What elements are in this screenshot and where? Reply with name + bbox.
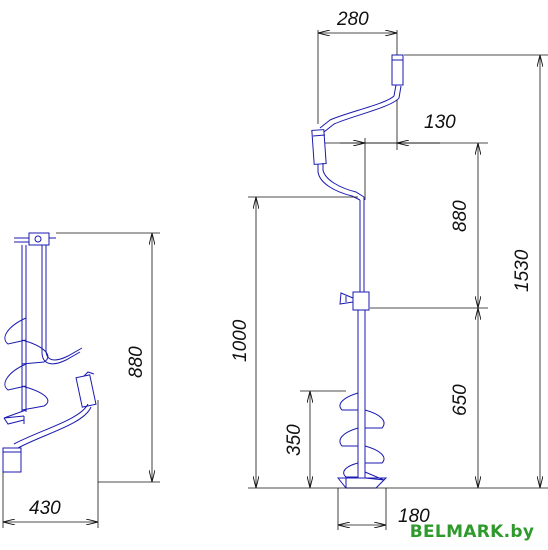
- dim-handle-offset: 130: [424, 112, 456, 133]
- shaft-clamp: [352, 291, 370, 311]
- middle-handle-grip: [311, 129, 327, 165]
- dim-diameter: 180: [398, 506, 430, 527]
- dim-upper-section: 880: [450, 200, 471, 232]
- dim-top-width: 280: [336, 9, 369, 30]
- auger-spiral: [339, 392, 385, 481]
- top-handle-grip: [391, 54, 404, 86]
- watermark-text: BELMARK.by: [409, 522, 535, 542]
- folded-top-cap: [28, 232, 50, 246]
- folded-auger-spiral: [3, 317, 49, 425]
- dim-lower-section: 650: [450, 384, 471, 416]
- dim-folded-length: 880: [126, 346, 147, 378]
- wing-nut: [339, 292, 354, 305]
- dim-auger-length: 350: [284, 424, 305, 456]
- crank-arm: [319, 84, 397, 129]
- assembled-auger-view: [311, 54, 404, 489]
- folded-lower-grip: [2, 447, 22, 473]
- folded-dimension-lines: [2, 232, 160, 528]
- assembled-dimension-lines: [248, 30, 548, 530]
- folded-handle-knob: [75, 374, 97, 408]
- watermark-logo: BELMARK.by: [398, 518, 546, 546]
- dim-lower-mark: 1000: [230, 319, 251, 362]
- dim-folded-width: 430: [29, 498, 61, 519]
- folded-auger-view: [2, 232, 97, 473]
- dim-total-length: 1530: [512, 249, 533, 292]
- folded-top-bolt: [34, 235, 42, 243]
